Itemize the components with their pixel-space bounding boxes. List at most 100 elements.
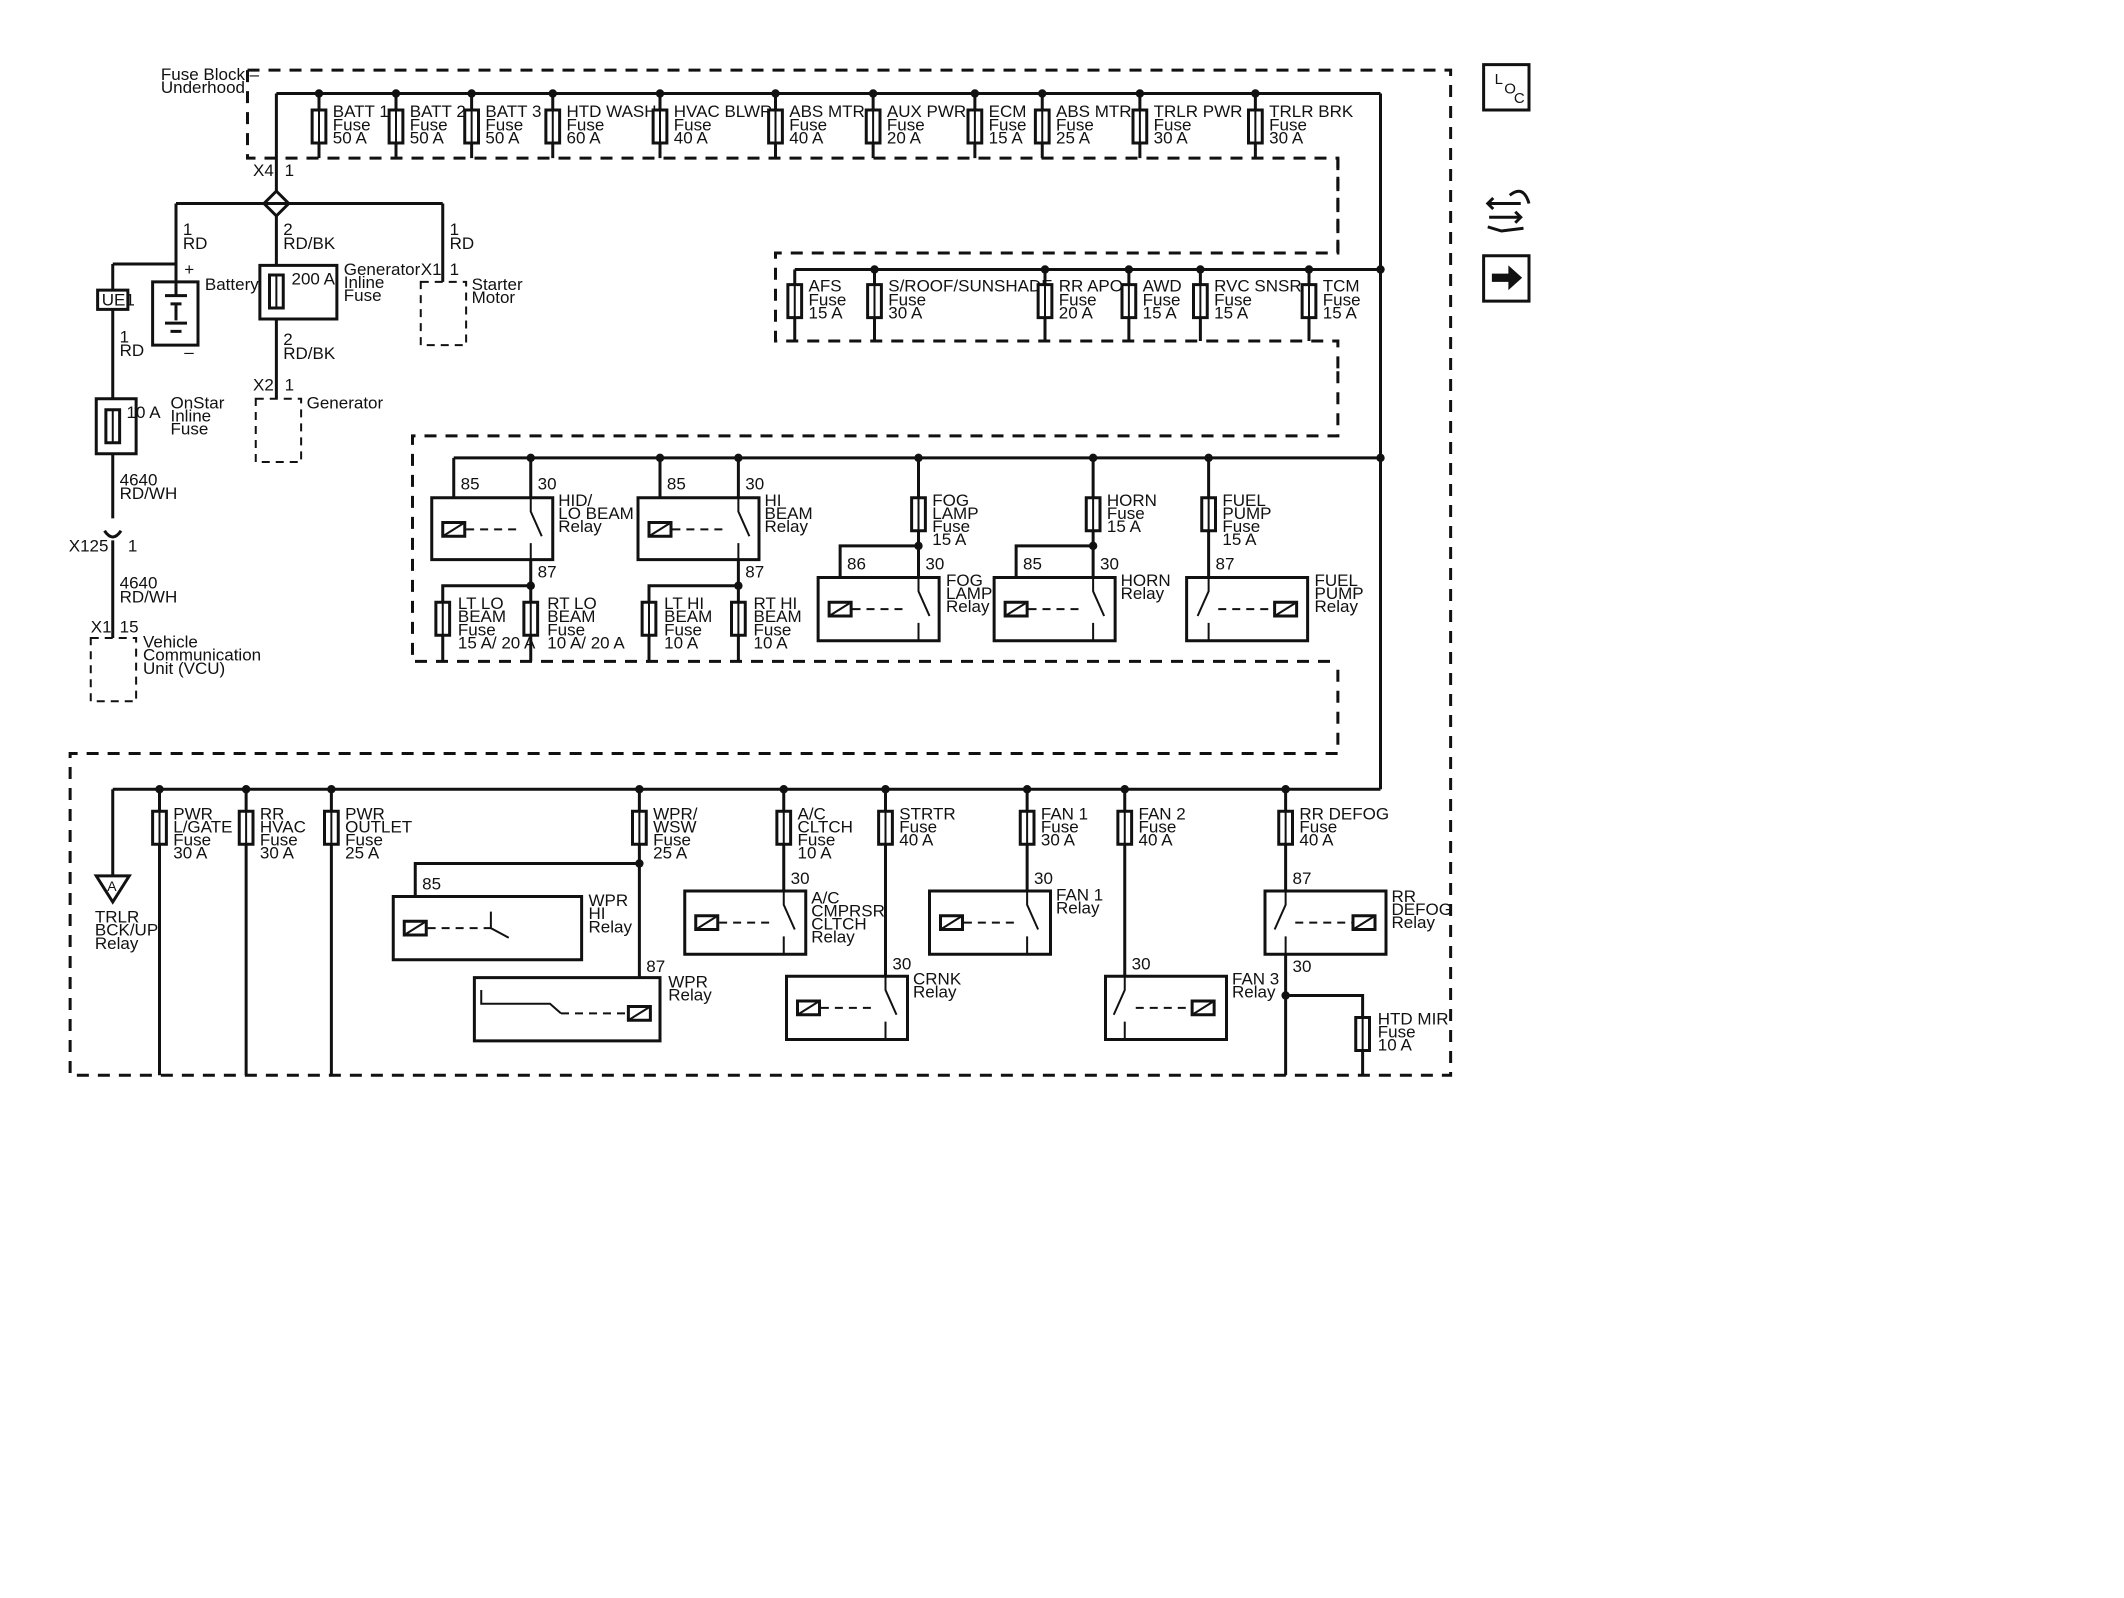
fuel-relay-label: FUEL xyxy=(1315,571,1358,590)
rt-lo-label: BEAM xyxy=(547,607,595,626)
ac-coil-slash xyxy=(695,914,719,931)
pin-86: 86 xyxy=(847,554,866,573)
lt-hi-label: BEAM xyxy=(664,607,712,626)
x4-label: X4 xyxy=(253,161,274,180)
loc-letter: O xyxy=(1504,81,1516,98)
horn-switch xyxy=(1092,577,1106,617)
vcu-box xyxy=(89,637,138,703)
ac-relay-label: A/C xyxy=(811,888,839,907)
wire-pin: 1 xyxy=(450,220,459,239)
pwr_outlet-label: 25 A xyxy=(345,844,380,863)
pin-30: 30 xyxy=(1034,869,1053,888)
lt-lo-label: LT LO xyxy=(458,594,504,613)
rr-defog-relay-label: DEFOG xyxy=(1392,900,1452,919)
wpr-hi-relay-label: HI xyxy=(589,904,606,923)
starter-label: Starter xyxy=(472,275,523,294)
loc-letter: L xyxy=(1495,71,1503,88)
top-fuse-rating: 15 A xyxy=(989,129,1024,148)
ac-switch xyxy=(782,891,796,930)
top-fuse-name: ABS MTR xyxy=(1056,102,1132,121)
next-arrow-icon-shape xyxy=(1491,265,1523,291)
rt-lo-label: RT LO xyxy=(547,594,596,613)
pwr_lgate-label: Fuse xyxy=(173,831,211,850)
hid-coil-slash xyxy=(442,521,466,538)
horn-fuse-label: Fuse xyxy=(1107,504,1145,523)
trlr-relay-label: Relay xyxy=(95,934,139,953)
x1-starter-label: X1 xyxy=(421,260,442,279)
rr_hvac-label: Fuse xyxy=(260,831,298,850)
top-fuse-name: TRLR BRK xyxy=(1269,102,1354,121)
top-fuse-word: Fuse xyxy=(333,116,371,135)
top-fuse-rating: 25 A xyxy=(1056,129,1091,148)
rr_hvac-label: RR xyxy=(260,805,285,824)
gen-fuse-rating: 200 A xyxy=(292,270,336,289)
second-fuse-word: Fuse xyxy=(1143,290,1181,309)
rt-hi-label: Fuse xyxy=(754,620,792,639)
lt-hi-label: LT HI xyxy=(664,594,704,613)
trlr-relay-label: BCK/UP xyxy=(95,921,158,940)
onstar-rating: 10 A xyxy=(127,403,162,422)
fan3-coil-slash xyxy=(1191,1000,1215,1016)
pwr_outlet-label: Fuse xyxy=(345,831,383,850)
wire-circuit: 4640 xyxy=(120,574,158,593)
top-fuse-rating: 50 A xyxy=(485,129,520,148)
pin-30: 30 xyxy=(1100,554,1119,573)
x125-pin: 1 xyxy=(128,536,137,555)
fan1-relay-label: FAN 1 xyxy=(1056,886,1103,905)
hi-relay-label: Relay xyxy=(765,517,809,536)
horn-relay-label: Relay xyxy=(1121,584,1165,603)
top-fuse-name: BATT 2 xyxy=(410,102,466,121)
top-fuse-name: ABS MTR xyxy=(789,102,865,121)
fan1-fuse-label: Fuse xyxy=(1041,818,1079,837)
fan3-switch xyxy=(1112,976,1126,1016)
fog-fuse-label: Fuse xyxy=(932,517,970,536)
rr-defog-relay-label: Relay xyxy=(1392,913,1436,932)
htd-mir-label: HTD MIR xyxy=(1378,1009,1449,1028)
wpr-relay-label: WPR xyxy=(668,972,708,991)
second-fuse-rating: 30 A xyxy=(888,303,923,322)
fog-fuse-label: FOG xyxy=(932,491,969,510)
ac-fuse-label: Fuse xyxy=(798,831,836,850)
rr-defog-fuse-label: RR DEFOG xyxy=(1299,805,1389,824)
wire-pin: 1 xyxy=(120,327,129,346)
htd-mir-wire xyxy=(1285,994,1365,1076)
rt-hi-label: BEAM xyxy=(754,607,802,626)
ac-fuse-label: A/C xyxy=(798,805,826,824)
top-fuse-rating: 40 A xyxy=(789,129,824,148)
fog-86-wire xyxy=(838,544,919,578)
pwr_lgate-label: PWR xyxy=(173,805,213,824)
top-fuse-name: TRLR PWR xyxy=(1154,102,1243,121)
fog-relay-label: LAMP xyxy=(946,584,992,603)
second-fuse-name: AWD xyxy=(1143,277,1182,296)
rr-defog-switch xyxy=(1273,891,1287,930)
wpr-wsw-label: WPR/ xyxy=(653,805,698,824)
second-fuse-rating: 20 A xyxy=(1059,303,1094,322)
second-fuse-name: RVC SNSR xyxy=(1214,277,1302,296)
rt-hi-label: RT HI xyxy=(754,594,798,613)
gen-fuse-label: Fuse xyxy=(344,286,382,305)
fuel-fuse-label: Fuse xyxy=(1222,517,1260,536)
rr-defog-fuse-label: 40 A xyxy=(1299,831,1334,850)
hid-relay-label: LO BEAM xyxy=(558,504,634,523)
lt-lo-label: Fuse xyxy=(458,620,496,639)
pwr_lgate-label: 30 A xyxy=(173,844,208,863)
fuel-relay-label: PUMP xyxy=(1315,584,1364,603)
relay-dot xyxy=(526,453,535,463)
crnk-relay-label: CRNK xyxy=(913,970,962,989)
horn-fuse-label: HORN xyxy=(1107,491,1157,510)
wpr-hi-85-wire xyxy=(413,862,640,897)
top-fuse-name: HTD WASH xyxy=(567,102,657,121)
top-fuse-rating: 40 A xyxy=(674,129,709,148)
wire-color: RD/WH xyxy=(120,587,178,606)
wire-circuit: 4640 xyxy=(120,470,158,489)
strtr-label: STRTR xyxy=(899,805,955,824)
pin-85: 85 xyxy=(461,475,480,494)
trlr-triangle xyxy=(93,874,132,905)
crnk-switch xyxy=(884,976,898,1016)
lt-hi-label: 10 A xyxy=(664,633,699,652)
pin-30: 30 xyxy=(925,554,944,573)
horn-relay-label: HORN xyxy=(1121,571,1171,590)
fan2-fuse-label: Fuse xyxy=(1139,818,1177,837)
ac-relay-label: CLTCH xyxy=(811,915,866,934)
fuel-fuse-label: 15 A xyxy=(1222,530,1257,549)
